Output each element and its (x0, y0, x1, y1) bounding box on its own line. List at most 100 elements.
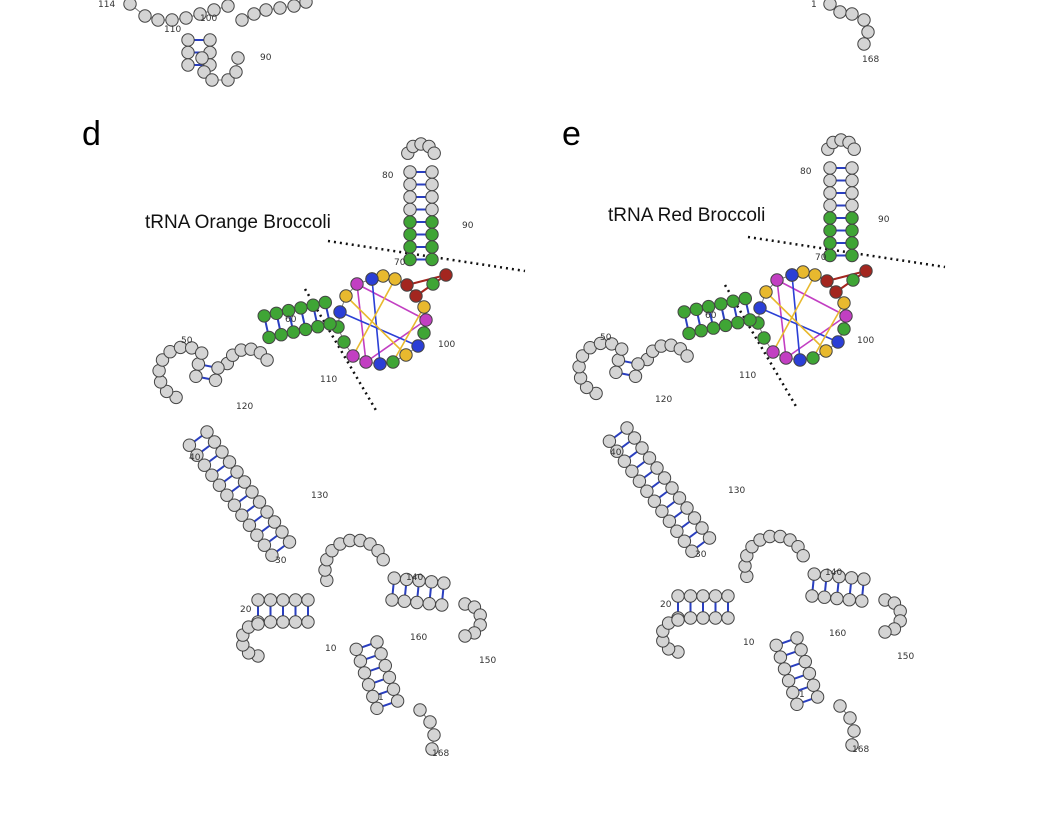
nucleotide (878, 625, 892, 639)
nucleotide (845, 236, 859, 250)
number-label: 90 (462, 221, 474, 231)
quadruplex-line (406, 274, 447, 286)
nucleotide (696, 589, 710, 603)
nucleotide (731, 316, 745, 330)
nucleotide (796, 549, 810, 563)
quadruplex-line (345, 295, 407, 356)
nucleotide (189, 369, 203, 383)
nucleotide (274, 328, 288, 342)
nucleotide (193, 7, 207, 21)
nucleotide (423, 715, 437, 729)
nucleotide (805, 589, 819, 603)
quadruplex-line (352, 278, 396, 357)
nucleotide (820, 274, 834, 288)
nucleotide (439, 268, 453, 282)
nucleotide (665, 481, 679, 495)
number-label: 80 (382, 171, 394, 181)
quadruplex-line (365, 319, 427, 363)
nucleotide (708, 589, 723, 603)
nucleotide (159, 384, 174, 399)
quadruplex-line (356, 283, 427, 321)
nucleotide (382, 670, 397, 685)
number-label: 100 (200, 14, 217, 24)
nucleotide (708, 611, 723, 625)
nucleotide (299, 0, 313, 9)
nucleotide (357, 666, 372, 680)
nucleotide (242, 518, 257, 532)
number-label: 90 (878, 215, 890, 225)
nucleotide (337, 335, 351, 349)
nucleotide (247, 7, 261, 21)
nucleotide (387, 571, 401, 585)
nucleotide (276, 615, 290, 629)
nucleotide (425, 252, 439, 267)
nucleotide (262, 330, 276, 345)
quadruplex-line (371, 278, 381, 365)
nucleotide (403, 202, 417, 217)
nucleotide (252, 495, 267, 509)
nucleotide (181, 33, 195, 47)
structure-lines (129, 1, 946, 750)
nucleotide (417, 326, 431, 340)
nucleotide (425, 215, 439, 229)
nucleotide (640, 484, 654, 498)
nucleotide (785, 268, 799, 282)
nucleotide (221, 0, 235, 13)
nucleotide (197, 65, 211, 79)
panel-letter-d: d (82, 115, 101, 153)
nucleotide (323, 317, 337, 331)
nucleotide (399, 348, 413, 362)
nucleotide (670, 524, 684, 538)
nucleotide (374, 647, 388, 661)
nucleotide (301, 615, 315, 629)
nucleotide (425, 202, 439, 217)
nucleotide (610, 444, 624, 458)
nucleotide (215, 445, 229, 459)
nucleotide (388, 272, 402, 286)
nucleotide (220, 488, 234, 502)
nucleotide (770, 273, 784, 287)
nucleotide (403, 227, 417, 242)
nucleotide (833, 699, 847, 713)
nucleotide (182, 438, 197, 452)
nucleotide (671, 589, 685, 603)
quadruplex-line (826, 270, 867, 282)
nucleotide (833, 5, 847, 19)
nucleotide (845, 248, 859, 263)
nucleotide (631, 357, 645, 371)
nucleotide (435, 598, 449, 612)
nucleotide (786, 685, 800, 700)
number-label: 130 (728, 486, 745, 496)
number-label: 160 (829, 629, 846, 639)
nucleotide (361, 678, 376, 692)
nucleotide (370, 635, 384, 649)
nucleotide (138, 9, 152, 23)
number-label: 10 (743, 638, 755, 648)
nucleotide (195, 51, 209, 65)
nucleotide (287, 0, 301, 13)
nucleotide (259, 3, 273, 17)
nucleotide (773, 650, 788, 664)
nucleotide (628, 369, 643, 383)
number-label: 168 (852, 745, 869, 755)
nucleotide (657, 471, 672, 485)
nucleotide (207, 435, 222, 449)
nucleotide (427, 146, 441, 160)
nucleotide (227, 498, 242, 512)
nucleotide (845, 198, 859, 213)
nucleotide (790, 631, 804, 645)
number-label: 30 (275, 556, 287, 566)
nucleotide (842, 593, 856, 607)
nucleotide (683, 611, 698, 625)
nucleotide (759, 285, 773, 299)
nucleotide (179, 11, 193, 25)
number-label: 20 (660, 600, 672, 610)
nucleotide (757, 331, 771, 345)
nucleotide (211, 361, 225, 375)
number-label: 40 (189, 453, 201, 463)
number-label: 60 (285, 315, 297, 325)
nucleotide (808, 268, 822, 282)
nucleotide (847, 724, 861, 738)
nucleotide (260, 505, 274, 519)
nucleotide (359, 355, 373, 369)
